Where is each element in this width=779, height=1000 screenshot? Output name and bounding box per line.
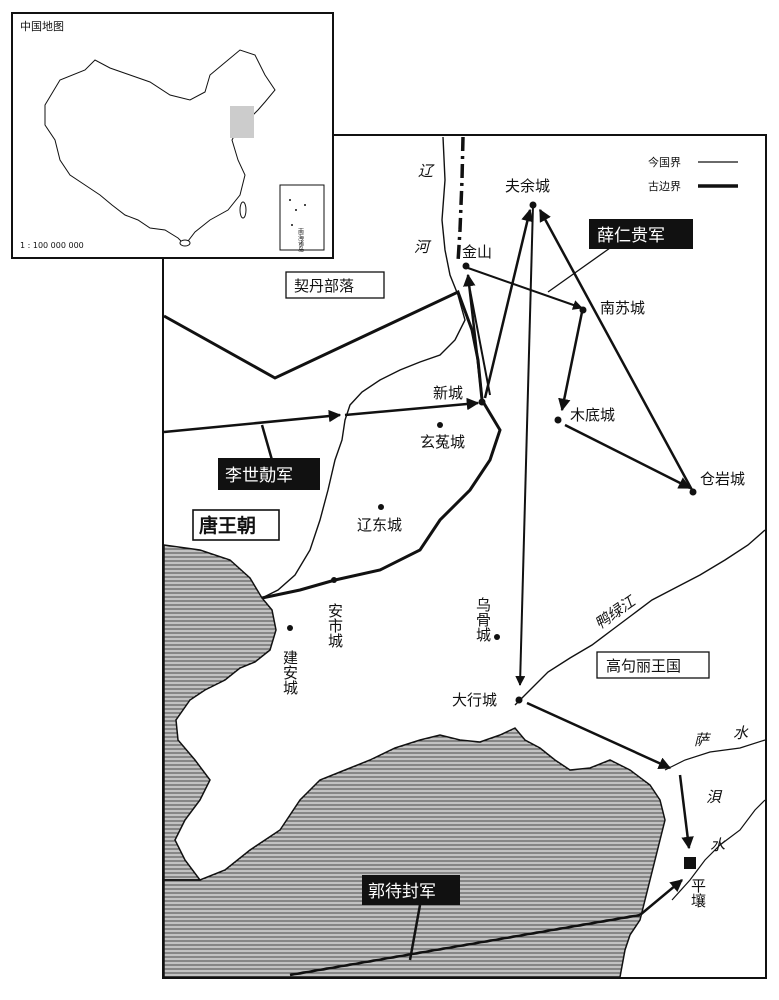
river-label-pei: 浿 (706, 788, 723, 806)
route-li (163, 409, 342, 434)
city-dot-xuantu (437, 422, 443, 428)
inset-title: 中国地图 (20, 20, 64, 33)
army-box-xue (589, 219, 693, 249)
region-box-tang (192, 509, 280, 541)
route-cang-fuyu (538, 208, 694, 491)
leader-guo (408, 904, 422, 961)
river-label-sa: 萨 (694, 731, 712, 749)
inset-hainan (179, 239, 191, 247)
liao-river (261, 136, 466, 599)
region-box-goguryeo (596, 651, 710, 679)
army-label-li: 李世勣军 (225, 466, 293, 486)
army-label-xue: 薛仁贵军 (597, 226, 665, 246)
river-label-liao-1: 辽 (418, 162, 435, 180)
city-label-anshi: 安市城 (326, 603, 344, 649)
inset-scale: 1 : 100 000 000 (20, 241, 84, 250)
city-dot-xincheng (478, 398, 486, 406)
city-label-jinshan: 金山 (462, 243, 492, 261)
river-label-shui2: 水 (710, 836, 726, 854)
region-label-goguryeo: 高句丽王国 (606, 657, 681, 675)
city-label-wugu: 乌骨城 (474, 597, 492, 643)
city-label-jianan: 建安城 (281, 650, 299, 696)
city-label-xuantu: 玄菟城 (420, 433, 465, 451)
inset-taiwan (239, 201, 247, 219)
pei-river (664, 739, 766, 771)
route-mudi-cang (564, 423, 692, 490)
route-fuyu-daxing (515, 204, 534, 686)
city-dot-fuyu (529, 201, 537, 209)
river-label-liao-2: 河 (414, 238, 432, 256)
route-nansu-mudi (558, 311, 584, 412)
city-label-fuyu: 夫余城 (505, 177, 550, 195)
inset-map: 中国地图 1 : 100 000 000 南海诸岛 (11, 12, 334, 259)
army-box-li (218, 458, 320, 490)
route-guo (289, 913, 641, 977)
city-dot-mudi (554, 416, 562, 424)
region-box-khitan (285, 271, 385, 299)
city-square-pingrang (684, 857, 696, 869)
city-label-pingrang: 平壤 (689, 878, 707, 908)
inset-south-sea-label: 南海诸岛 (297, 227, 304, 253)
city-label-liaodong: 辽东城 (357, 516, 402, 534)
legend-ancient-label: 古边界 (648, 180, 681, 193)
sea-korea-bay (163, 727, 666, 978)
city-dot-nansu (579, 306, 587, 314)
region-label-khitan: 契丹部落 (294, 277, 354, 295)
sea-bohai (163, 544, 277, 881)
pei-river-2 (671, 799, 766, 901)
city-label-daxing: 大行城 (452, 691, 497, 709)
city-dot-daxing (515, 696, 523, 704)
city-dot-anshi (331, 577, 337, 583)
army-label-guo: 郭待封军 (368, 882, 436, 902)
ancient-border (163, 289, 502, 600)
inset-south-sea-box (279, 184, 325, 251)
city-label-cangyan: 仓岩城 (700, 470, 745, 488)
city-dot-cangyan (689, 488, 697, 496)
city-label-mudi: 木底城 (570, 406, 615, 424)
leader-li (260, 424, 274, 461)
city-label-nansu: 南苏城 (600, 299, 645, 317)
route-guo-2 (639, 879, 683, 916)
city-dot-jinshan (462, 262, 470, 270)
region-label-tang: 唐王朝 (199, 514, 256, 537)
city-dot-jianan (287, 625, 293, 631)
yalu-river (514, 529, 766, 706)
city-dot-wugu (494, 634, 500, 640)
inset-china-outline (44, 49, 276, 246)
route-sa-ping (678, 774, 694, 850)
army-box-guo (362, 875, 460, 905)
route-jin-nansu (467, 267, 583, 310)
route-li-2 (344, 397, 480, 417)
leader-xue (547, 247, 611, 293)
legend: 今国界 古边界 (648, 155, 738, 193)
city-label-xincheng: 新城 (433, 384, 463, 402)
legend-modern-label: 今国界 (648, 155, 681, 169)
route-xin-fuyu (483, 208, 534, 399)
route-xin-jin-b (469, 289, 491, 396)
modern-border (456, 136, 465, 263)
inset-highlight (230, 106, 254, 138)
route-daxing-sa (526, 701, 672, 770)
river-label-shui1: 水 (733, 724, 749, 742)
city-dot-liaodong (378, 504, 384, 510)
